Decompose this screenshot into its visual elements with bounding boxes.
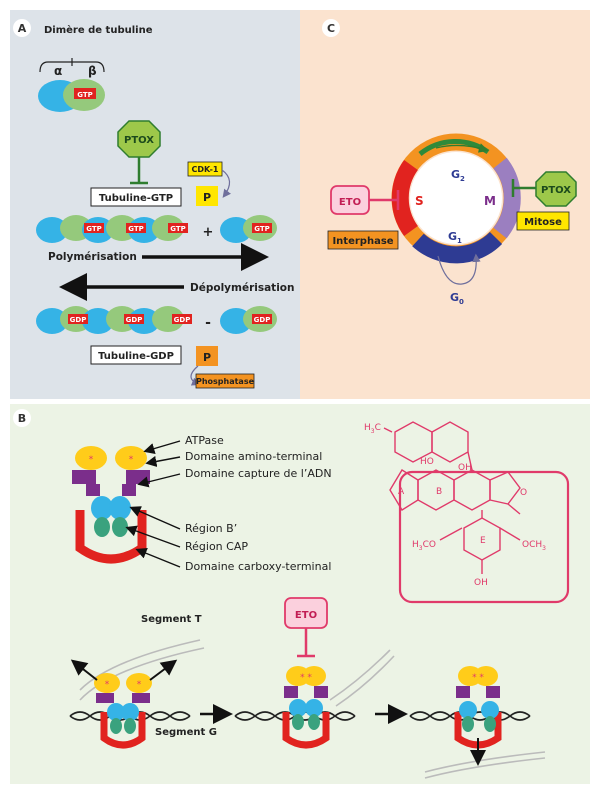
svg-text:*: *	[105, 680, 110, 690]
eto-label-b: ETO	[295, 610, 317, 621]
label-atpase: ATPase	[185, 434, 224, 447]
molecule-oxygen: O	[520, 488, 527, 498]
label-dna-capture: Domaine capture de l’ADN	[185, 467, 332, 480]
ptox-inhibitor-a	[117, 120, 161, 158]
ptox-label-a: PTOX	[124, 135, 154, 146]
polymerisation-label: Polymérisation	[48, 251, 137, 263]
cdk1-arrow	[221, 169, 231, 198]
interphase-box	[327, 230, 399, 250]
phospho-box-gdp	[196, 346, 218, 366]
panel-b-letter: B	[18, 412, 26, 425]
gtp-tag	[74, 88, 96, 99]
phase-m-label: M	[484, 194, 496, 208]
phase-g2-label: G2	[451, 168, 465, 183]
plus-sign: +	[203, 225, 214, 240]
molecule-h3co: H3CO	[412, 540, 436, 552]
segment-t-label: Segment T	[141, 614, 202, 625]
svg-text:GTP: GTP	[86, 225, 102, 233]
molecule-highlight-box	[398, 470, 570, 604]
phospho-label-gtp: P	[203, 191, 211, 204]
free-gtp-dimer: GTP	[220, 215, 277, 243]
molecule-ho: HO	[420, 457, 434, 467]
molecule-ring-e: E	[480, 536, 486, 546]
alpha-label: α	[54, 64, 62, 78]
svg-text:GTP: GTP	[170, 225, 186, 233]
opening-arrow-left	[70, 659, 98, 681]
cell-cycle-ring	[391, 133, 521, 264]
free-gdp-dimer: GDP	[220, 306, 277, 334]
ptox-inhibitor-c	[535, 171, 577, 207]
depolymerisation-label: Dépolymérisation	[190, 282, 295, 294]
label-carboxy-terminal: Domaine carboxy-terminal	[185, 560, 331, 573]
beta-label: β	[88, 64, 97, 78]
label-pointers	[125, 440, 181, 568]
tubuline-gdp-box	[90, 345, 182, 365]
opening-arrow-right	[149, 659, 178, 681]
g0-loop-arrow	[437, 253, 481, 285]
svg-text:*: *	[89, 455, 94, 465]
molecule-ring-a: A	[398, 487, 405, 497]
phosphatase-box	[195, 373, 255, 389]
svg-text:* *: * *	[472, 673, 484, 683]
enzyme-state-1: * *	[94, 673, 152, 749]
ptox-label-c: PTOX	[541, 185, 571, 196]
phospho-label-gdp: P	[203, 351, 211, 364]
phase-s-label: S	[415, 194, 424, 208]
phase-g0-label: G0	[450, 291, 464, 306]
interphase-label: Interphase	[332, 236, 393, 247]
mitose-box	[516, 211, 570, 231]
tubuline-gtp-label: Tubuline-GTP	[99, 193, 173, 204]
svg-text:*: *	[129, 455, 134, 465]
cdk1-box	[187, 161, 223, 177]
etoposide-structure	[383, 421, 521, 574]
molecule-oh-bottom: OH	[474, 578, 488, 588]
gtp-tag-label: GTP	[77, 91, 93, 99]
molecule-oh: OH	[458, 463, 472, 473]
svg-text:* *: * *	[300, 673, 312, 683]
panel-c-letter: C	[327, 22, 335, 35]
panel-c-letter-badge	[322, 19, 340, 37]
cdk1-label: CDK-1	[192, 165, 219, 174]
panel-a-letter: A	[18, 22, 27, 35]
svg-text:GDP: GDP	[174, 316, 191, 324]
phase-s-arc	[391, 159, 419, 237]
cycle-direction-arrow	[435, 143, 489, 153]
svg-text:GDP: GDP	[70, 316, 87, 324]
svg-text:GTP: GTP	[128, 225, 144, 233]
phase-g1-arc	[412, 231, 503, 264]
phase-g1-label: G1	[448, 230, 462, 245]
mitose-label: Mitose	[524, 217, 562, 228]
tubuline-gdp-label: Tubuline-GDP	[98, 351, 174, 362]
minus-sign: -	[205, 315, 211, 331]
label-amino-terminal: Domaine amino-terminal	[185, 450, 322, 463]
tubuline-gtp-box	[90, 187, 182, 207]
phosphatase-label: Phosphatase	[196, 377, 255, 386]
molecule-h3c: H3C	[364, 423, 381, 435]
phospho-box-gtp	[196, 186, 218, 206]
svg-text:*: *	[137, 680, 142, 690]
enzyme-state-2: * *	[282, 666, 330, 749]
molecule-ring-b: B	[436, 487, 442, 497]
panel-a-letter-badge	[13, 19, 31, 37]
molecule-och3: OCH3	[522, 540, 546, 552]
svg-text:GDP: GDP	[126, 316, 143, 324]
segment-g-label: Segment G	[155, 727, 217, 738]
svg-text:GDP: GDP	[254, 316, 271, 324]
svg-text:GTP: GTP	[254, 225, 270, 233]
label-region-cap: Région CAP	[185, 540, 248, 553]
panel-a-title: Dimère de tubuline	[44, 24, 153, 36]
gdp-microtubule: GDP GDP GDP	[36, 306, 192, 334]
phase-m-arc	[493, 157, 521, 239]
panel-b-letter-badge	[13, 409, 31, 427]
eto-label-c: ETO	[339, 197, 361, 208]
label-region-b: Région B’	[185, 522, 237, 535]
gtp-microtubule: GTP GTP GTP	[36, 215, 188, 243]
